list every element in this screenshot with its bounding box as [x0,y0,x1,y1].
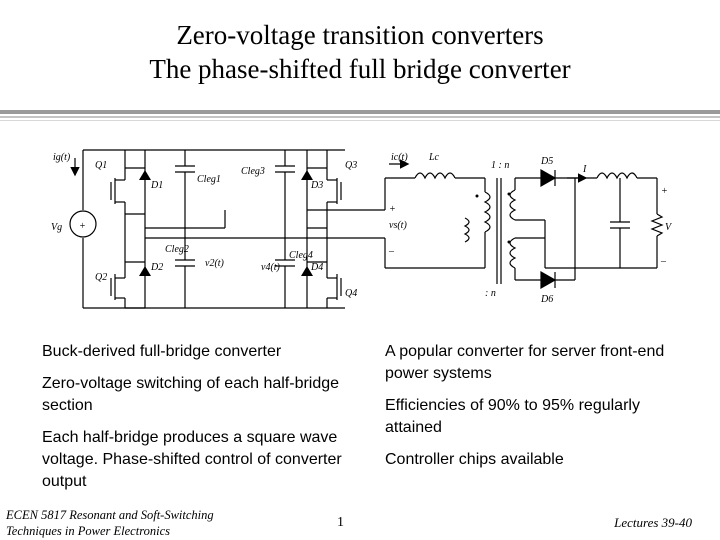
right-bullet-1: A popular converter for server front-end… [385,343,665,382]
title-divider-thick [0,110,720,114]
label-v: V [665,222,673,233]
label-d1: D1 [150,180,163,191]
right-bullet-3: Controller chips available [385,451,564,468]
label-q4: Q4 [345,288,357,299]
footer-course: ECEN 5817 Resonant and Soft-Switching Te… [6,507,246,539]
title-line-2: The phase-shifted full bridge converter [149,54,571,84]
label-q3: Q3 [345,160,357,171]
label-q2: Q2 [95,272,107,283]
label-lc: Lc [428,152,440,163]
label-vg: Vg [51,222,62,233]
footer-page-number: 1 [337,515,344,530]
title-divider-mid [0,116,720,118]
label-d3: D3 [310,180,323,191]
slide-title: Zero-voltage transition converters The p… [0,18,720,86]
full-bridge-schematic: ig(t) Vg + Q1 D1 Q2 D2 Cleg1 Cleg2 Cleg3… [51,149,673,309]
title-line-1: Zero-voltage transition converters [176,20,544,50]
label-q1: Q1 [95,160,107,171]
label-d2: D2 [150,262,163,273]
label-vs: vs(t) [389,220,407,231]
label-ratio-bottom: : n [485,288,496,299]
label-cleg2: Cleg2 [165,244,189,255]
right-bullet-2: Efficiencies of 90% to 95% regularly att… [385,397,640,436]
footer-lectures: Lectures 39-40 [614,515,692,530]
left-bullet-column: Buck-derived full-bridge converter Zero-… [42,341,357,503]
footer-course-line-1: ECEN 5817 Resonant and Soft-Switching [6,508,214,522]
label-cleg1: Cleg1 [197,174,221,185]
left-bullet-2: Zero-voltage switching of each half-brid… [42,375,340,414]
label-ic: ic(t) [391,152,408,163]
label-i: I [582,164,587,175]
label-v4: v4(t) [261,262,281,273]
label-plus-source: + [79,221,86,232]
label-ig: ig(t) [53,152,71,163]
label-d6: D6 [540,294,553,305]
title-divider-thin [0,120,720,121]
label-v2: v2(t) [205,258,225,269]
left-bullet-1: Buck-derived full-bridge converter [42,343,282,360]
footer-course-line-2: Techniques in Power Electronics [6,524,170,538]
label-cleg4: Cleg4 [289,250,313,261]
label-minus-output: – [660,256,667,267]
label-plus-output: + [661,186,668,197]
label-minus-vs: – [388,246,395,257]
label-d4: D4 [310,262,323,273]
label-cleg3: Cleg3 [241,166,265,177]
label-d5: D5 [540,156,553,167]
left-bullet-3: Each half-bridge produces a square wave … [42,429,342,490]
label-plus-vs: + [389,204,396,215]
label-ratio-top: 1 : n [491,160,509,171]
right-bullet-column: A popular converter for server front-end… [385,341,685,481]
